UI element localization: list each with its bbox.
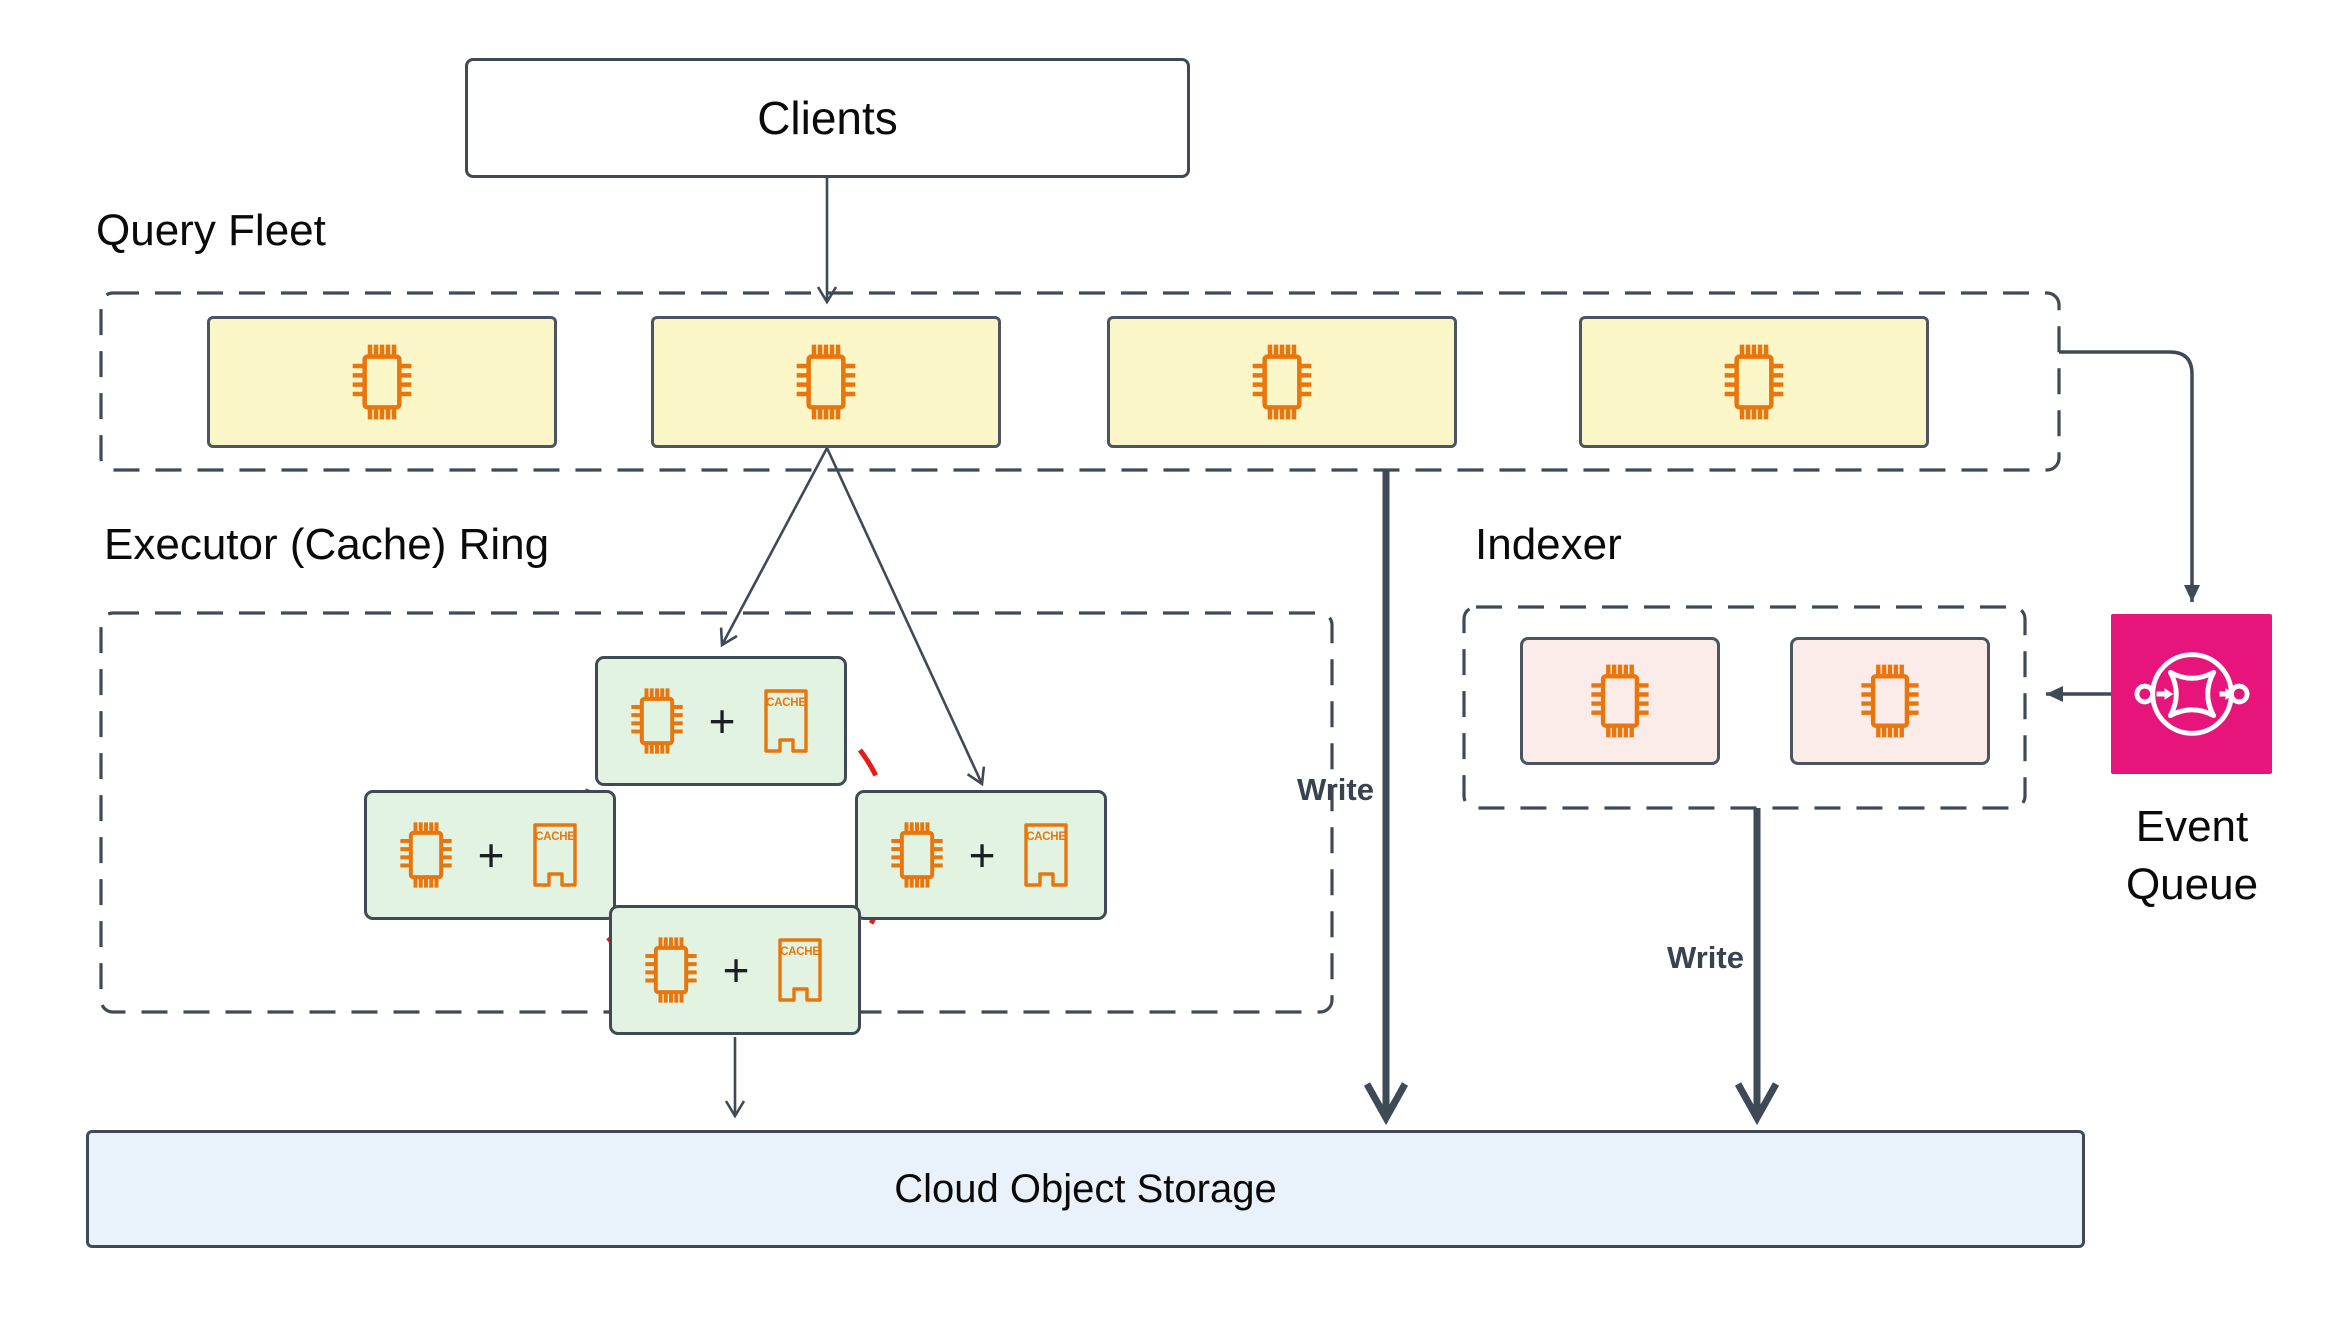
plus-label: + — [708, 695, 736, 747]
cpu-icon — [1249, 342, 1315, 422]
cache-icon: CACHE — [1019, 820, 1073, 890]
cpu-icon — [398, 820, 454, 890]
plus-label: + — [477, 829, 505, 881]
event-queue-label-line1: Event — [2135, 802, 2249, 851]
indexer-container — [1462, 605, 2027, 810]
edge-query-to-executor-right — [825, 447, 986, 787]
cpu-icon — [629, 686, 685, 756]
indexer-node — [1790, 637, 1990, 765]
executor-node: + CACHE — [364, 790, 616, 920]
event-queue-label-line2: Queue — [2125, 860, 2259, 910]
query-fleet-label: Query Fleet — [96, 206, 326, 255]
clients-node: Clients — [465, 58, 1190, 178]
executor-ring-label: Executor (Cache) Ring — [104, 520, 550, 569]
executor-node: + CACHE — [595, 656, 847, 786]
query-fleet-node — [651, 316, 1001, 448]
indexer-label: Indexer — [1475, 520, 1622, 569]
cache-icon: CACHE — [528, 820, 582, 890]
cloud-object-storage-label: Cloud Object Storage — [894, 1166, 1277, 1211]
event-queue-label: Event Queue — [2080, 798, 2304, 914]
indexer-node — [1520, 637, 1720, 765]
cache-icon: CACHE — [759, 686, 813, 756]
svg-text:CACHE: CACHE — [1027, 831, 1067, 843]
executor-node: + CACHE — [609, 905, 861, 1035]
executor-node: + CACHE — [855, 790, 1107, 920]
cpu-icon — [1588, 662, 1652, 740]
svg-text:CACHE: CACHE — [781, 946, 821, 958]
cache-icon: CACHE — [773, 935, 827, 1005]
event-queue-icon — [2133, 652, 2250, 736]
cpu-icon — [643, 935, 699, 1005]
cpu-icon — [349, 342, 415, 422]
clients-label: Clients — [757, 92, 898, 144]
executor-ring-container — [99, 611, 1334, 1014]
event-queue-node — [2111, 614, 2272, 774]
cpu-icon — [1721, 342, 1787, 422]
cpu-icon — [793, 342, 859, 422]
cpu-icon — [889, 820, 945, 890]
plus-label: + — [722, 944, 750, 996]
write-label-indexer: Write — [1667, 940, 1744, 975]
svg-text:CACHE: CACHE — [536, 831, 576, 843]
query-fleet-node — [1579, 316, 1929, 448]
edge-query-to-executor-left — [719, 447, 829, 648]
query-fleet-node — [207, 316, 557, 448]
svg-text:CACHE: CACHE — [767, 697, 807, 709]
plus-label: + — [968, 829, 996, 881]
cpu-icon — [1858, 662, 1922, 740]
query-fleet-node — [1107, 316, 1457, 448]
write-label-query-fleet: Write — [1297, 772, 1374, 807]
edge-query-fleet-to-event-queue — [2059, 350, 2200, 602]
query-fleet-container — [99, 291, 2061, 472]
cloud-object-storage-node: Cloud Object Storage — [86, 1130, 2085, 1248]
